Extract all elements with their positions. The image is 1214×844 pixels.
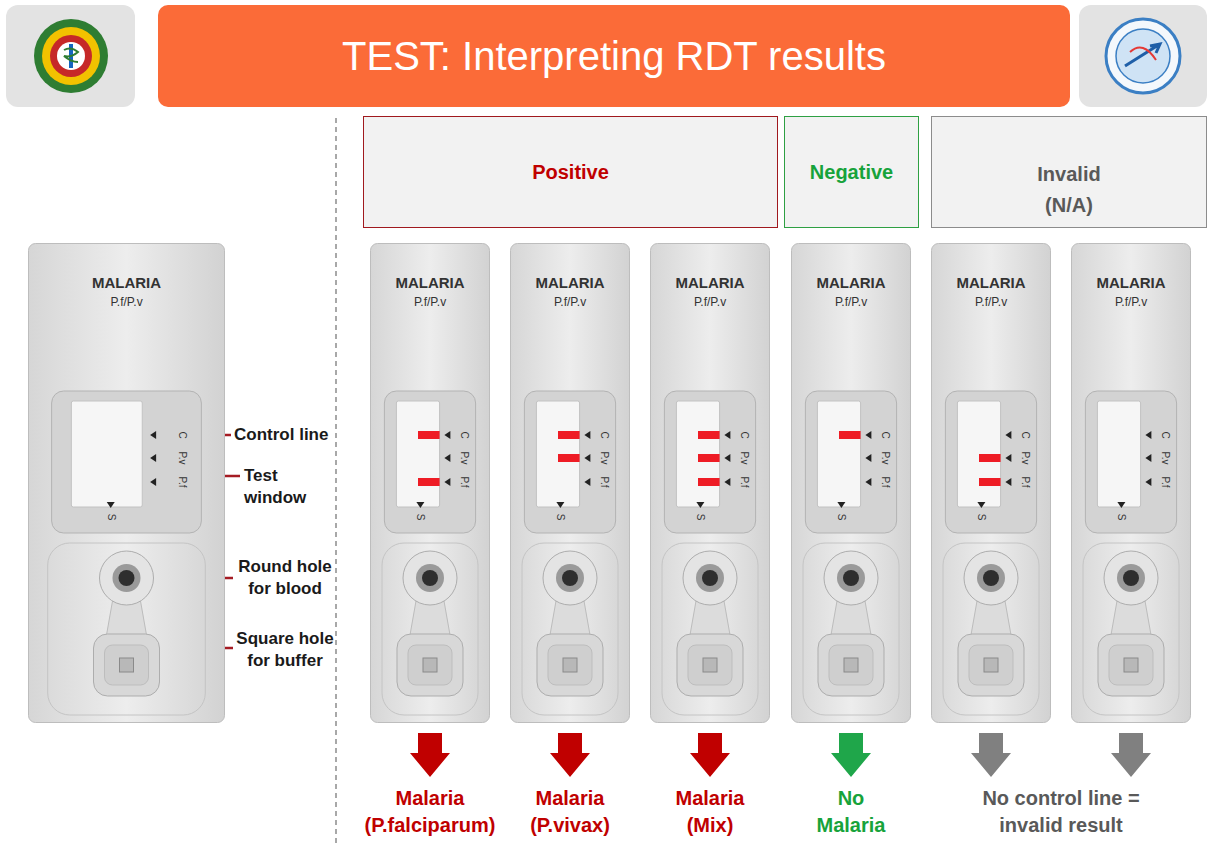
species-text: P.f/P.v [110,296,142,309]
line-label: C [598,431,609,438]
result-header-box: Positive [363,116,778,228]
rdt-cassette: MALARIA P.f/P.vC P.vP.fS [791,243,911,723]
result-label: Malaria (Mix) [676,785,745,839]
cassette-body [510,243,630,723]
line-label: C [176,431,187,438]
brand-text: MALARIA [92,275,161,292]
part-annotation: Round hole for blood [236,556,334,600]
sample-label: S [105,514,116,521]
species-text: P.f/P.v [694,296,726,309]
ministry-logo [34,19,108,93]
line-label: P.f [879,477,890,488]
line-label: P.f [598,477,609,488]
result-label: Malaria (P.vivax) [530,785,610,839]
result-header-text: Positive [364,159,777,185]
line-label: C [738,431,749,438]
title-banner: TEST: Interpreting RDT results [158,5,1070,107]
sample-label: S [1116,514,1127,521]
rdt-cassette: MALARIA P.f/P.vC P.vP.fS [650,243,770,723]
cassette-body [28,243,225,723]
sample-label: S [415,514,426,521]
sample-label: S [836,514,847,521]
rdt-cassette: MALARIA P.f/P.vC P.vP.fS [1071,243,1191,723]
sample-label: S [555,514,566,521]
line-label: P.v [1019,451,1030,464]
separator-line [335,118,337,844]
cassette-body [1071,243,1191,723]
line-label: P.f [1159,477,1170,488]
line-label: P.f [1019,477,1030,488]
part-annotation: Control line [234,424,334,446]
brand-text: MALARIA [395,275,464,292]
rdt-cassette: MALARIA P.f/P.vC P.vP.fS [931,243,1051,723]
logo-box [1079,5,1207,107]
sample-label: S [976,514,987,521]
line-label: P.f [458,477,469,488]
species-text: P.f/P.v [835,296,867,309]
line-label: C [1159,431,1170,438]
result-label: No control line = invalid result [951,785,1171,839]
brand-text: MALARIA [1096,275,1165,292]
line-label: P.f [176,477,187,488]
species-text: P.f/P.v [1115,296,1147,309]
brand-text: MALARIA [535,275,604,292]
part-annotation: Test window [244,465,334,509]
result-header-text: Negative [785,159,918,185]
line-label: P.v [1159,451,1170,464]
sample-label: S [695,514,706,521]
brand-text: MALARIA [956,275,1025,292]
species-text: P.f/P.v [554,296,586,309]
line-label: C [879,431,890,438]
line-label: P.v [176,451,187,464]
title-text: TEST: Interpreting RDT results [342,34,886,79]
line-label: P.v [598,451,609,464]
cassette-body [650,243,770,723]
species-text: P.f/P.v [414,296,446,309]
cnm-logo [1106,19,1180,93]
result-header-text: Invalid (N/A) [1023,159,1115,221]
logo-box [6,5,135,107]
rdt-cassette: MALARIA P.f/P.vC P.vP.fS [28,243,225,723]
line-label: C [458,431,469,438]
rdt-cassette: MALARIA P.f/P.vC P.vP.fS [370,243,490,723]
result-label: Malaria (P.falciparum) [365,785,496,839]
cassette-body [931,243,1051,723]
result-header-box: Negative [784,116,919,228]
cassette-body [370,243,490,723]
part-annotation: Square hole for buffer [236,628,334,672]
rdt-cassette: MALARIA P.f/P.vC P.vP.fS [510,243,630,723]
brand-text: MALARIA [816,275,885,292]
result-header-box: Invalid (N/A) [931,116,1207,228]
brand-text: MALARIA [675,275,744,292]
result-label: No Malaria [817,785,886,839]
species-text: P.f/P.v [975,296,1007,309]
line-label: P.v [879,451,890,464]
line-label: P.f [738,477,749,488]
result-arrows [410,733,1151,777]
line-label: P.v [458,451,469,464]
line-label: C [1019,431,1030,438]
cassette-body [791,243,911,723]
line-label: P.v [738,451,749,464]
